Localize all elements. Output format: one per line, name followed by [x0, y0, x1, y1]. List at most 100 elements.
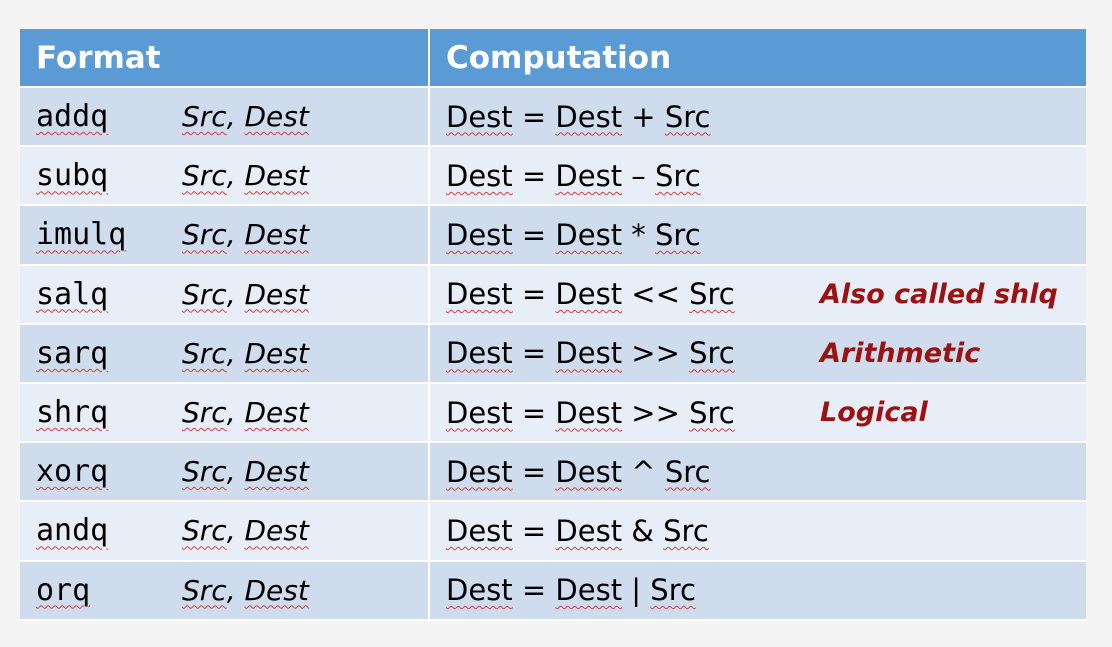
expr-operator: |: [631, 573, 642, 608]
operand-src: Src: [182, 100, 227, 134]
operand-src: Src: [182, 514, 227, 548]
table-row: xorq Src, Dest Dest = Dest ^ Src: [20, 443, 1086, 503]
header-format-cell: Format: [20, 29, 430, 86]
computation-cell: Dest = Dest | Src: [430, 562, 1086, 619]
expr-operator: >>: [631, 395, 680, 430]
expr-operator: ^: [631, 454, 656, 489]
computation-cell: Dest = Dest & Src: [430, 502, 1086, 559]
expr-rhs-a: Dest: [555, 513, 623, 548]
computation-expression: Dest = Dest >> Src: [446, 336, 735, 370]
computation-note: Arithmetic: [820, 337, 981, 369]
computation-cell: Dest = Dest ^ Src: [430, 443, 1086, 500]
format-cell: sarq Src, Dest: [20, 324, 430, 382]
expr-lhs: Dest: [446, 513, 513, 548]
expr-rhs-a: Dest: [555, 573, 623, 608]
operand-dest: Dest: [244, 336, 309, 370]
instruction-mnemonic: sarq: [36, 335, 109, 371]
computation-cell: Dest = Dest << Src Also called shlq: [430, 266, 1086, 323]
computation-cell: Dest = Dest + Src: [430, 88, 1086, 145]
expr-equals: =: [521, 454, 547, 489]
operand-dest: Dest: [244, 573, 309, 607]
table-row: shrq Src, Dest Dest = Dest >> Src Logica…: [20, 383, 1086, 444]
operand-separator: ,: [226, 514, 236, 548]
table-row: addq Src, Dest Dest = Dest + Src: [20, 88, 1086, 148]
expr-equals: =: [521, 158, 547, 193]
instruction-mnemonic: andq: [36, 513, 109, 549]
instruction-operands: Src, Dest: [182, 100, 309, 133]
operand-separator: ,: [226, 100, 236, 134]
expr-rhs-a: Dest: [555, 336, 623, 371]
operand-dest: Dest: [244, 100, 309, 134]
operand-dest: Dest: [244, 277, 309, 311]
expr-equals: =: [521, 217, 547, 252]
expr-rhs-a: Dest: [555, 395, 623, 430]
format-cell: subq Src, Dest: [20, 147, 430, 205]
expr-equals: =: [521, 573, 547, 608]
expr-rhs-a: Dest: [555, 99, 623, 134]
computation-expression: Dest = Dest >> Src: [446, 396, 735, 430]
instruction-mnemonic: orq: [36, 572, 91, 608]
instruction-operands: Src, Dest: [182, 574, 309, 607]
operand-src: Src: [182, 336, 227, 370]
expr-rhs-a: Dest: [555, 217, 623, 252]
computation-cell: Dest = Dest * Src: [430, 206, 1086, 263]
operand-src: Src: [182, 455, 227, 489]
expr-operator: –: [631, 158, 646, 193]
expr-operator: *: [631, 217, 646, 252]
header-computation-label: Computation: [446, 39, 672, 76]
instruction-mnemonic: xorq: [36, 454, 109, 490]
table-row: andq Src, Dest Dest = Dest & Src: [20, 502, 1086, 562]
expr-rhs-b: Src: [664, 454, 711, 489]
table-row: salq Src, Dest Dest = Dest << Src Also c…: [20, 265, 1086, 325]
expr-equals: =: [521, 277, 547, 312]
computation-expression: Dest = Dest << Src: [446, 277, 735, 311]
instruction-operands: Src, Dest: [182, 337, 309, 370]
operand-src: Src: [182, 396, 227, 430]
table-row: imulq Src, Dest Dest = Dest * Src: [20, 206, 1086, 266]
computation-note: Also called shlq: [820, 278, 1058, 310]
table-row: orq Src, Dest Dest = Dest | Src: [20, 561, 1086, 621]
format-cell: imulq Src, Dest: [20, 206, 430, 264]
expr-rhs-b: Src: [689, 395, 735, 430]
operand-separator: ,: [226, 218, 236, 252]
format-cell: xorq Src, Dest: [20, 443, 430, 501]
instruction-mnemonic: addq: [36, 99, 109, 135]
expr-operator: &: [631, 513, 654, 548]
format-cell: addq Src, Dest: [20, 88, 430, 146]
operand-src: Src: [182, 277, 227, 311]
expr-lhs: Dest: [446, 454, 513, 489]
expr-rhs-b: Src: [689, 336, 735, 371]
header-format-label: Format: [36, 39, 161, 76]
table-row: sarq Src, Dest Dest = Dest >> Src Arithm…: [20, 324, 1086, 384]
computation-cell: Dest = Dest – Src: [430, 147, 1086, 204]
expr-operator: <<: [631, 277, 680, 312]
computation-expression: Dest = Dest & Src: [446, 514, 709, 548]
expr-equals: =: [521, 395, 547, 430]
computation-expression: Dest = Dest + Src: [446, 100, 710, 134]
expr-rhs-b: Src: [664, 99, 711, 134]
instruction-mnemonic: subq: [36, 158, 109, 194]
expr-rhs-b: Src: [663, 513, 709, 548]
operand-src: Src: [182, 573, 227, 607]
operand-separator: ,: [226, 336, 236, 370]
computation-expression: Dest = Dest * Src: [446, 218, 701, 252]
operand-dest: Dest: [244, 514, 309, 548]
expr-equals: =: [521, 336, 547, 371]
expr-operator: >>: [631, 336, 680, 371]
expr-operator: +: [631, 99, 656, 134]
operand-src: Src: [182, 159, 227, 193]
instruction-operands: Src, Dest: [182, 514, 309, 547]
computation-expression: Dest = Dest | Src: [446, 573, 696, 607]
expr-lhs: Dest: [446, 336, 513, 371]
instruction-mnemonic: imulq: [36, 217, 127, 253]
operand-src: Src: [182, 218, 227, 252]
expr-rhs-b: Src: [655, 217, 701, 252]
computation-expression: Dest = Dest ^ Src: [446, 455, 710, 489]
operand-separator: ,: [226, 455, 236, 489]
computation-note: Logical: [820, 397, 928, 429]
expr-equals: =: [521, 513, 547, 548]
instruction-operands: Src, Dest: [182, 455, 309, 488]
instruction-operands: Src, Dest: [182, 278, 309, 311]
expr-lhs: Dest: [446, 573, 513, 608]
instruction-mnemonic: salq: [36, 276, 109, 312]
